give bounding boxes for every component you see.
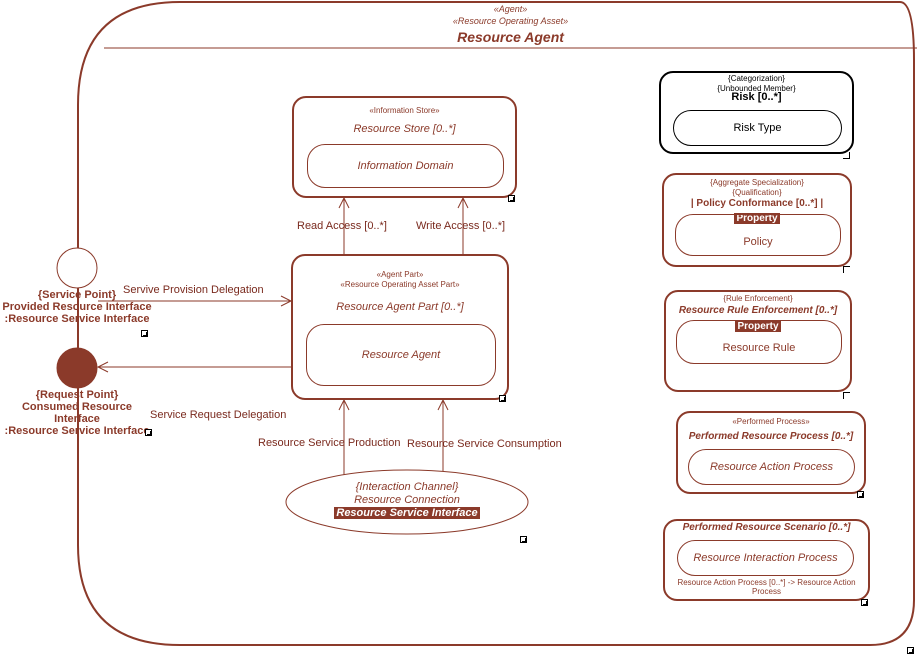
scenario-title: Performed Resource Scenario [0..*] [682, 522, 851, 533]
policy-stereo-2: {Qualification} [732, 188, 782, 197]
policy-tag: Property [734, 213, 780, 224]
scenario-box[interactable]: Performed Resource Scenario [0..*] Resou… [663, 519, 870, 601]
rule-corner-icon [843, 392, 850, 399]
info-store-title: Resource Store [0..*] [353, 123, 456, 135]
read-access-label: Read Access [0..*] [297, 220, 387, 232]
resource-agent-inner[interactable]: Resource Agent [306, 324, 496, 386]
expand-marker-icon[interactable] [907, 647, 914, 654]
information-store-box[interactable]: «Information Store» Resource Store [0..*… [292, 96, 517, 198]
service-point-label: {Service Point} Provided Resource Interf… [0, 289, 154, 325]
rule-title: Resource Rule Enforcement [0..*] [678, 305, 838, 316]
interaction-marker-icon[interactable] [520, 536, 527, 543]
agent-part-stereo-2: «Resource Operating Asset Part» [340, 280, 460, 289]
write-access-label: Write Access [0..*] [416, 220, 506, 232]
policy-inner-label: Policy [743, 236, 773, 248]
rule-stereo: {Rule Enforcement} [723, 294, 793, 303]
process-box[interactable]: «Performed Process» Performed Resource P… [676, 411, 866, 494]
service-point-line3: :Resource Service Interface [4, 313, 150, 325]
request-delegation-label: Service Request Delegation [150, 409, 287, 421]
risk-stereo-2: {Unbounded Member} [717, 84, 796, 93]
agent-part-box[interactable]: «Agent Part» «Resource Operating Asset P… [291, 254, 509, 400]
info-store-marker-icon[interactable] [508, 195, 515, 202]
service-point-circle [56, 247, 98, 289]
service-point-line1: {Service Point} [37, 289, 117, 301]
consumption-label: Resource Service Consumption [407, 438, 562, 450]
agent-part-marker-icon[interactable] [499, 395, 506, 402]
request-point-label: {Request Point} Consumed Resource Interf… [0, 389, 154, 437]
rule-box[interactable]: {Rule Enforcement} Resource Rule Enforce… [664, 290, 852, 392]
resource-action-process[interactable]: Resource Action Process [688, 449, 855, 485]
policy-inner[interactable]: Policy [675, 214, 841, 256]
info-store-stereo: «Information Store» [369, 106, 440, 115]
rule-tag: Property [735, 321, 781, 332]
request-point-marker-icon[interactable] [145, 429, 152, 436]
scenario-marker-icon[interactable] [861, 599, 868, 606]
interaction-stereo: {Interaction Channel} [355, 481, 459, 493]
rule-inner-label: Resource Rule [722, 342, 796, 354]
process-title: Performed Resource Process [0..*] [688, 431, 854, 442]
risk-type[interactable]: Risk Type [673, 110, 842, 146]
scenario-note: Resource Action Process [0..*] -> Resour… [677, 578, 856, 596]
service-point-line2: Provided Resource Interface [2, 301, 152, 313]
resource-interaction-process[interactable]: Resource Interaction Process [677, 540, 854, 576]
outer-boundary [77, 1, 915, 646]
process-marker-icon[interactable] [857, 491, 864, 498]
policy-box[interactable]: {Aggregate Specialization} {Qualificatio… [662, 173, 852, 267]
rule-inner[interactable]: Resource Rule [676, 320, 842, 364]
agent-part-stereo-1: «Agent Part» [376, 270, 424, 279]
policy-corner-icon [843, 266, 850, 273]
risk-title: Risk [0..*] [731, 91, 782, 103]
request-point-line2: Consumed Resource Interface [21, 401, 133, 425]
outer-title: Resource Agent [457, 29, 564, 45]
request-point-circle [56, 347, 98, 389]
service-point-marker-icon[interactable] [141, 330, 148, 337]
request-point-line1: {Request Point} [35, 389, 119, 401]
interaction-title: Resource Connection [354, 494, 460, 506]
information-domain[interactable]: Information Domain [307, 144, 504, 188]
risk-box[interactable]: {Categorization} {Unbounded Member} Risk… [659, 71, 854, 154]
agent-part-title: Resource Agent Part [0..*] [336, 301, 464, 313]
outer-stereo-2: «Resource Operating Asset» [452, 16, 569, 26]
interaction-text[interactable]: {Interaction Channel} Resource Connectio… [286, 481, 528, 520]
production-label: Resource Service Production [258, 437, 401, 449]
process-stereo: «Performed Process» [732, 417, 810, 426]
risk-stereo-1: {Categorization} [728, 74, 785, 83]
policy-title: | Policy Conformance [0..*] | [690, 198, 824, 209]
interaction-tag: Resource Service Interface [334, 507, 480, 519]
outer-stereo-1: «Agent» [493, 4, 528, 14]
provision-delegation-label: Servive Provision Delegation [123, 284, 264, 296]
risk-corner-icon [843, 152, 850, 159]
request-point-line3: :Resource Service Interface [4, 425, 150, 437]
policy-stereo-1: {Aggregate Specialization} [710, 178, 804, 187]
